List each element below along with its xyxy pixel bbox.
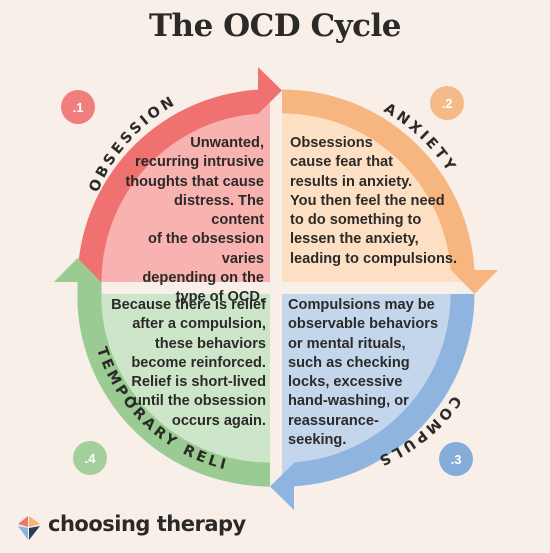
temporary-relief-arrow	[54, 258, 270, 487]
description-line: locks, excessive	[288, 374, 403, 391]
step-3-number: .3	[451, 452, 462, 467]
description-line: seeking.	[288, 432, 347, 449]
description-line: thoughts that cause	[125, 173, 264, 190]
description-line: Because there is relief	[111, 297, 266, 313]
description-line: leading to compulsions.	[290, 250, 458, 267]
obsession-description: Unwanted, recurring intrusive thoughts tha…	[118, 134, 264, 308]
description-line: or mental rituals,	[288, 335, 406, 352]
description-line: after a compulsion,	[132, 316, 266, 333]
page-title: The OCD Cycle	[148, 8, 402, 44]
step-2-number: .2	[442, 96, 453, 111]
temporary-relief-description: Because there is relief after a compulsio…	[110, 296, 266, 431]
obsession-quadrant	[90, 102, 270, 282]
description-line: lessen the anxiety,	[290, 231, 419, 248]
description-line: You then feel the need	[290, 192, 445, 209]
description-line: occurs again.	[171, 412, 266, 429]
step-1-badge: .1	[61, 90, 95, 124]
step-4-number: .4	[85, 451, 97, 466]
step-1-number: .1	[73, 100, 84, 115]
description-line: such as checking	[288, 354, 410, 371]
description-line: these behaviors	[154, 335, 266, 352]
description-line: cause fear that	[290, 154, 394, 171]
description-line: to do something to	[290, 212, 422, 229]
compulsion-arrow	[270, 294, 475, 510]
compulsion-description: Compulsions may be observable behaviors or…	[288, 296, 458, 450]
description-line: until the obsession	[133, 393, 266, 410]
description-line: type of OCD.	[175, 289, 264, 306]
description-line: reassurance-	[288, 412, 379, 429]
description-line: observable behaviors	[288, 316, 439, 333]
brand-name: choosing therapy	[48, 512, 246, 536]
step-3-badge: .3	[439, 442, 473, 476]
choosing-therapy-logo-icon	[18, 516, 40, 540]
step-2-badge: .2	[430, 86, 464, 120]
step-4-badge: .4	[73, 441, 107, 475]
anxiety-quadrant	[282, 102, 462, 282]
description-line: results in anxiety.	[290, 173, 413, 190]
anxiety-description: Obsessions cause fear that results in anxi…	[290, 134, 460, 269]
description-line: Relief is short-lived	[131, 374, 266, 391]
obsession-arrow	[77, 67, 282, 282]
description-line: become reinforced.	[131, 354, 266, 371]
temporary-relief-quadrant	[90, 294, 270, 474]
description-line: Compulsions may be	[288, 297, 435, 313]
description-line: depending on the	[142, 270, 264, 287]
description-line: distress. The content	[173, 192, 264, 229]
description-line: recurring intrusive	[135, 154, 264, 171]
description-line: hand-washing, or	[288, 393, 409, 410]
compulsion-quadrant	[282, 294, 462, 474]
anxiety-arrow	[282, 89, 498, 294]
description-line: of the obsession varies	[148, 231, 264, 267]
description-line: Obsessions	[290, 135, 373, 151]
description-line: Unwanted,	[190, 135, 264, 151]
